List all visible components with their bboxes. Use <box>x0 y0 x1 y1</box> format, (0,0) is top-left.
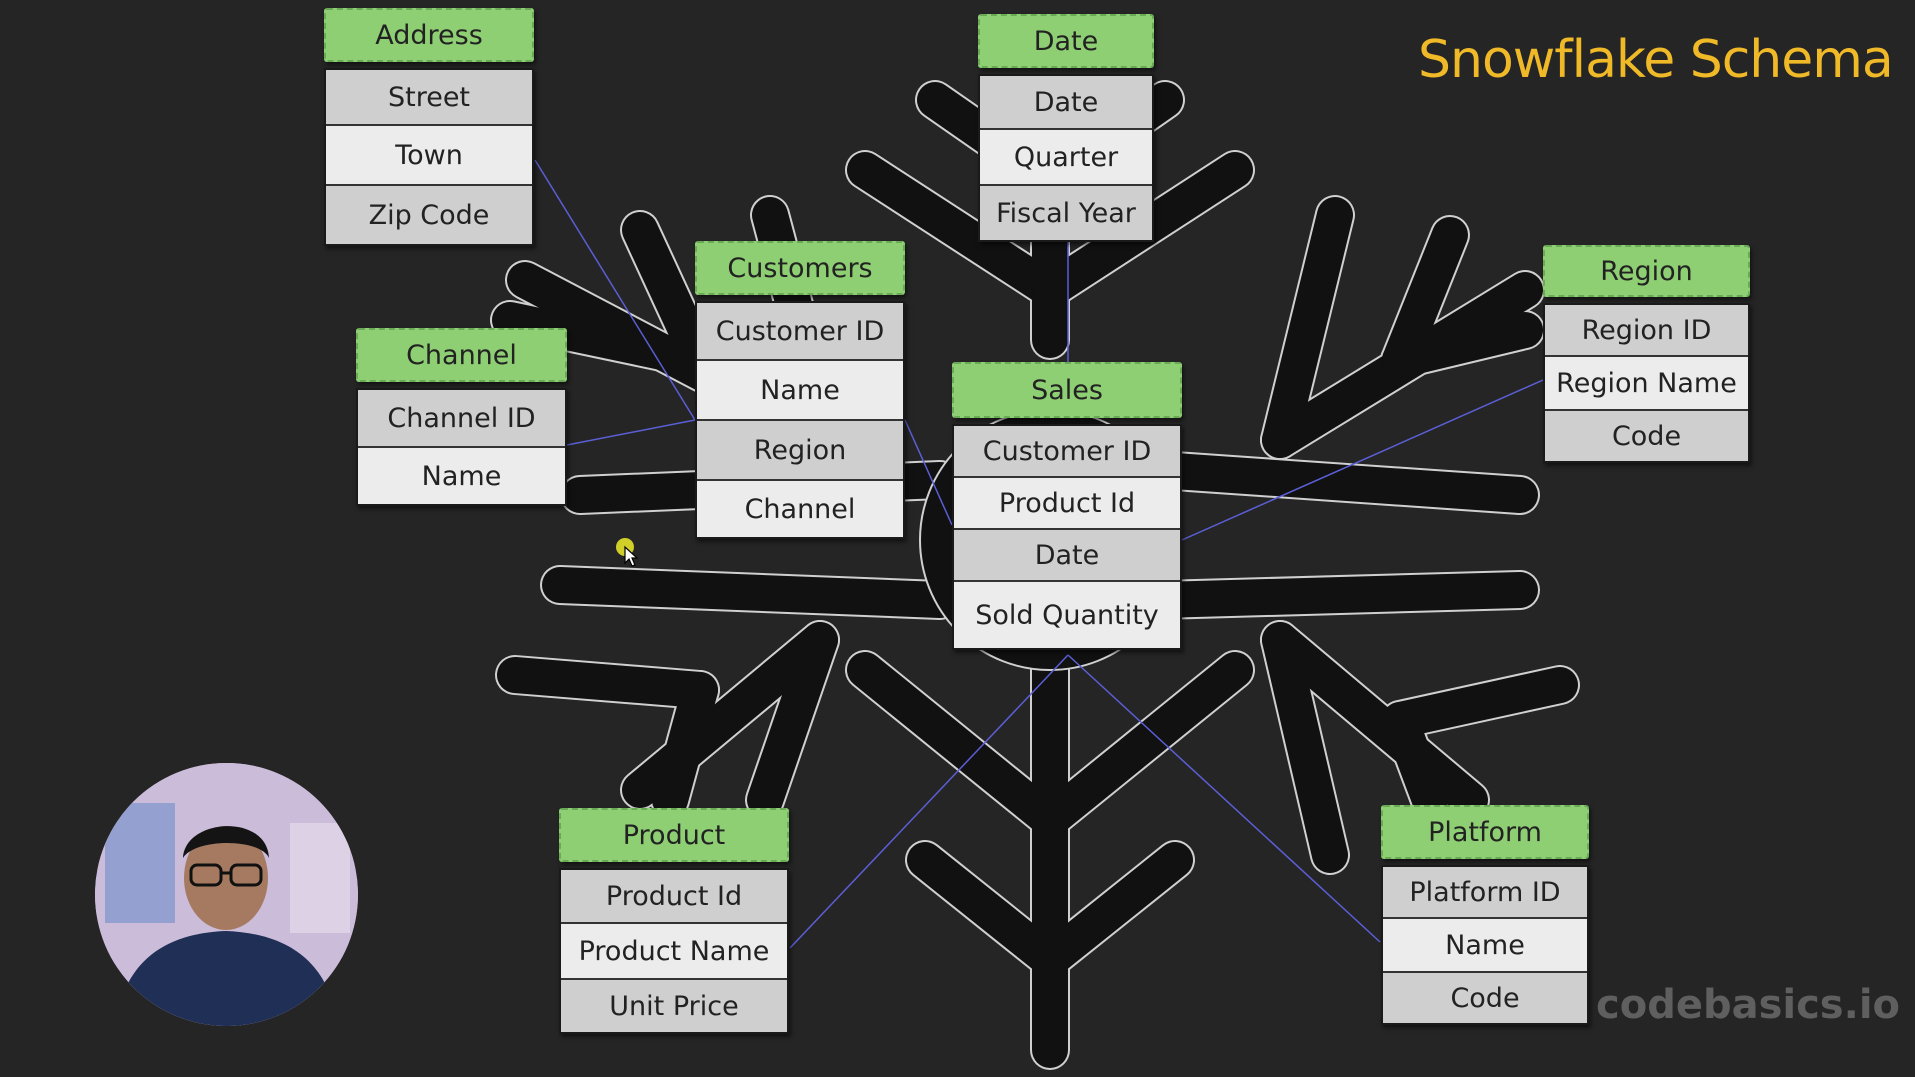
link-product-sales <box>789 654 1069 949</box>
table-header: Customers <box>695 241 905 295</box>
table-field: Product Id <box>954 478 1180 530</box>
table-field: Customer ID <box>954 426 1180 478</box>
table-header: Channel <box>356 328 567 382</box>
table-field: Name <box>1383 919 1587 973</box>
link-platform-sales <box>1067 654 1381 943</box>
table-field: Quarter <box>980 130 1152 186</box>
table-field: Customer ID <box>697 303 903 361</box>
table-platform: Platform Platform ID Name Code <box>1381 805 1589 1025</box>
link-address-customers <box>534 159 696 421</box>
table-field: Platform ID <box>1383 867 1587 919</box>
table-field: Code <box>1545 411 1748 461</box>
table-header: Region <box>1543 245 1750 297</box>
mouse-cursor-icon <box>616 538 639 567</box>
table-address: Address Street Town Zip Code <box>324 8 534 246</box>
table-header: Address <box>324 8 534 62</box>
table-channel: Channel Channel ID Name <box>356 328 567 506</box>
table-header: Sales <box>952 362 1182 418</box>
table-field: Product Id <box>561 870 787 924</box>
table-field: Date <box>980 76 1152 130</box>
table-field: Town <box>326 126 532 186</box>
page-title: Snowflake Schema <box>1418 30 1894 90</box>
table-header: Date <box>978 14 1154 68</box>
table-customers: Customers Customer ID Name Region Channe… <box>695 241 905 539</box>
table-field: Sold Quantity <box>954 582 1180 648</box>
table-field: Name <box>358 448 565 504</box>
table-field: Region ID <box>1545 305 1748 357</box>
watermark: codebasics.io <box>1596 982 1901 1028</box>
table-region: Region Region ID Region Name Code <box>1543 245 1750 463</box>
table-header: Product <box>559 808 789 862</box>
table-field: Date <box>954 530 1180 582</box>
table-field: Region <box>697 421 903 481</box>
table-field: Street <box>326 70 532 126</box>
link-region-sales <box>1181 379 1544 541</box>
table-sales: Sales Customer ID Product Id Date Sold Q… <box>952 362 1182 650</box>
table-field: Channel <box>697 481 903 537</box>
person-icon <box>95 763 358 1026</box>
table-product: Product Product Id Product Name Unit Pri… <box>559 808 789 1034</box>
table-date: Date Date Quarter Fiscal Year <box>978 14 1154 242</box>
link-customers-sales <box>904 419 953 526</box>
link-channel-customers <box>566 419 696 446</box>
table-field: Zip Code <box>326 186 532 244</box>
table-field: Channel ID <box>358 390 565 448</box>
table-header: Platform <box>1381 805 1589 859</box>
table-field: Region Name <box>1545 357 1748 411</box>
table-field: Code <box>1383 973 1587 1023</box>
table-field: Name <box>697 361 903 421</box>
table-field: Unit Price <box>561 980 787 1032</box>
table-field: Product Name <box>561 924 787 980</box>
presenter-avatar <box>95 763 358 1026</box>
table-field: Fiscal Year <box>980 186 1152 240</box>
